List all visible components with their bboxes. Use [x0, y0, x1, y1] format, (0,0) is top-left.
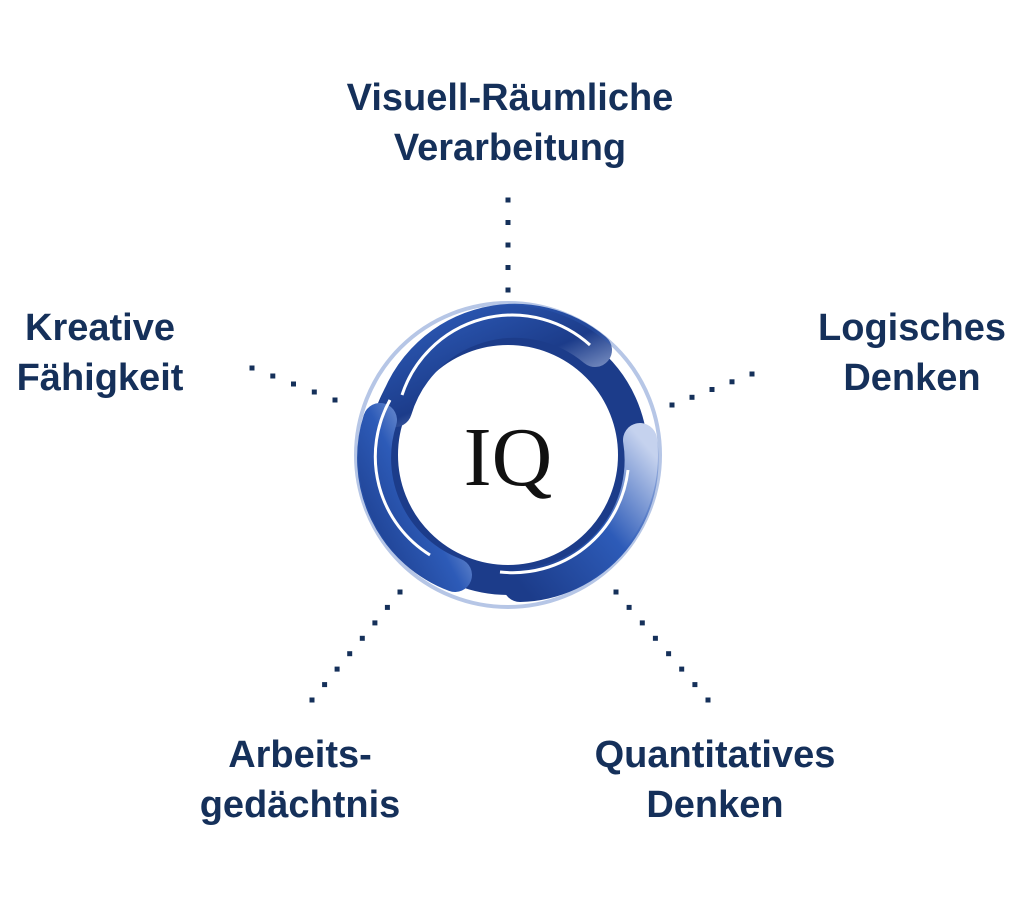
connector-left	[249, 365, 338, 403]
connector-dot	[359, 635, 365, 641]
connector-dot	[347, 651, 353, 657]
node-label-line: gedächtnis	[199, 784, 401, 826]
connector-dot	[291, 381, 296, 387]
connector-lines	[249, 197, 755, 703]
node-label-line: Denken	[843, 357, 981, 399]
connector-dot	[505, 265, 511, 270]
connector-dot	[505, 220, 511, 225]
iq-logo-ring	[354, 301, 662, 609]
connector-dot	[505, 242, 511, 248]
node-label-line: Quantitatives	[594, 734, 836, 776]
connector-dot	[639, 620, 645, 626]
node-label-visual-spatial: Visuell-Räumliche Verarbeitung	[300, 73, 720, 173]
connector-dot	[689, 394, 695, 400]
connector-dot	[709, 387, 715, 392]
connector-dot	[626, 604, 632, 610]
node-label-line: Denken	[646, 784, 784, 826]
node-label-logical: Logisches Denken	[800, 303, 1024, 403]
connector-dot	[309, 697, 315, 703]
connector-dot	[334, 666, 340, 672]
node-label-quantitative: Quantitatives Denken	[560, 730, 870, 830]
node-label-line: Visuell-Räumliche	[346, 77, 674, 119]
connector-dot	[397, 589, 403, 595]
node-label-line: Verarbeitung	[393, 127, 627, 169]
connector-dot	[332, 397, 338, 403]
connector-dot	[729, 379, 735, 385]
connector-dot	[692, 682, 698, 688]
connector-bottom-right	[613, 589, 711, 703]
connector-dot	[666, 651, 672, 657]
connector-dot	[652, 635, 658, 641]
connector-dot	[679, 666, 685, 672]
connector-dot	[705, 697, 711, 703]
connector-bottom-left	[309, 589, 403, 703]
connector-top	[505, 197, 511, 293]
connector-dot	[669, 402, 675, 408]
node-label-line: Arbeits-	[228, 734, 372, 776]
connector-dot	[505, 197, 511, 203]
connector-dot	[311, 389, 317, 395]
node-label-working-memory: Arbeits- gedächtnis	[170, 730, 430, 830]
node-label-creative: Kreative Fähigkeit	[0, 303, 200, 403]
connector-right	[669, 371, 755, 408]
connector-dot	[384, 604, 390, 610]
connector-dot	[249, 365, 255, 371]
node-label-line: Logisches	[818, 307, 1006, 349]
connector-dot	[372, 620, 378, 626]
node-label-line: Fähigkeit	[16, 357, 184, 399]
connector-dot	[322, 682, 328, 688]
connector-dot	[270, 373, 276, 379]
node-label-line: Kreative	[25, 307, 175, 349]
iq-center-text: IQ	[464, 411, 553, 504]
connector-dot	[613, 589, 619, 595]
connector-dot	[505, 287, 511, 293]
connector-dot	[749, 371, 755, 377]
